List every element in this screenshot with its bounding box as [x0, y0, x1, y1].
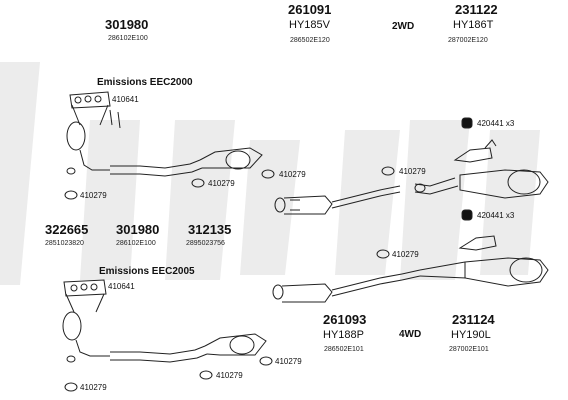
oem-code: 286502E101 [324, 346, 364, 353]
oem-code: 287002E101 [449, 346, 489, 353]
part-label: 410279 [392, 250, 419, 259]
part-label: 410641 [108, 282, 135, 291]
part-label: 420441 x3 [477, 119, 515, 128]
part-number: 301980 [105, 17, 149, 32]
manifold-eec2000 [64, 91, 263, 200]
oem-code: 286102E100 [116, 240, 156, 247]
model-code: HY188P [323, 329, 364, 341]
oem-code: 286102E100 [108, 35, 148, 42]
part-number: 231122 [455, 2, 498, 17]
model-code: HY186T [453, 19, 494, 31]
manifold-eec2005 [62, 279, 273, 392]
exhaust-2wd [261, 117, 549, 221]
model-code: HY190L [451, 329, 491, 341]
oem-code: 286502E120 [290, 37, 330, 44]
drive-label-2wd: 2WD [392, 21, 415, 32]
part-label: 410279 [216, 371, 243, 380]
oem-code: 287002E120 [448, 37, 488, 44]
heading-emissions-eec2005: Emissions EEC2005 [99, 266, 195, 277]
part-label: 410279 [208, 179, 235, 188]
part-label: 410279 [275, 357, 302, 366]
oem-code: 2895023756 [186, 240, 225, 247]
oem-code: 2851023820 [45, 240, 84, 247]
part-label: 410279 [80, 383, 107, 392]
heading-emissions-eec2000: Emissions EEC2000 [97, 77, 193, 88]
part-label: 410279 [399, 167, 426, 176]
watermark [0, 62, 540, 285]
part-number: 261093 [323, 312, 367, 327]
part-number: 301980 [116, 222, 160, 237]
drive-label-4wd: 4WD [399, 329, 422, 340]
part-label: 410279 [80, 191, 107, 200]
part-label: 410641 [112, 95, 139, 104]
part-number: 312135 [188, 222, 232, 237]
part-number: 322665 [45, 222, 89, 237]
part-label: 420441 x3 [477, 211, 515, 220]
exhaust-4wd [272, 235, 549, 303]
model-code: HY185V [289, 19, 330, 31]
part-number: 261091 [288, 2, 332, 17]
part-number: 231124 [452, 312, 495, 327]
part-label: 410279 [279, 170, 306, 179]
